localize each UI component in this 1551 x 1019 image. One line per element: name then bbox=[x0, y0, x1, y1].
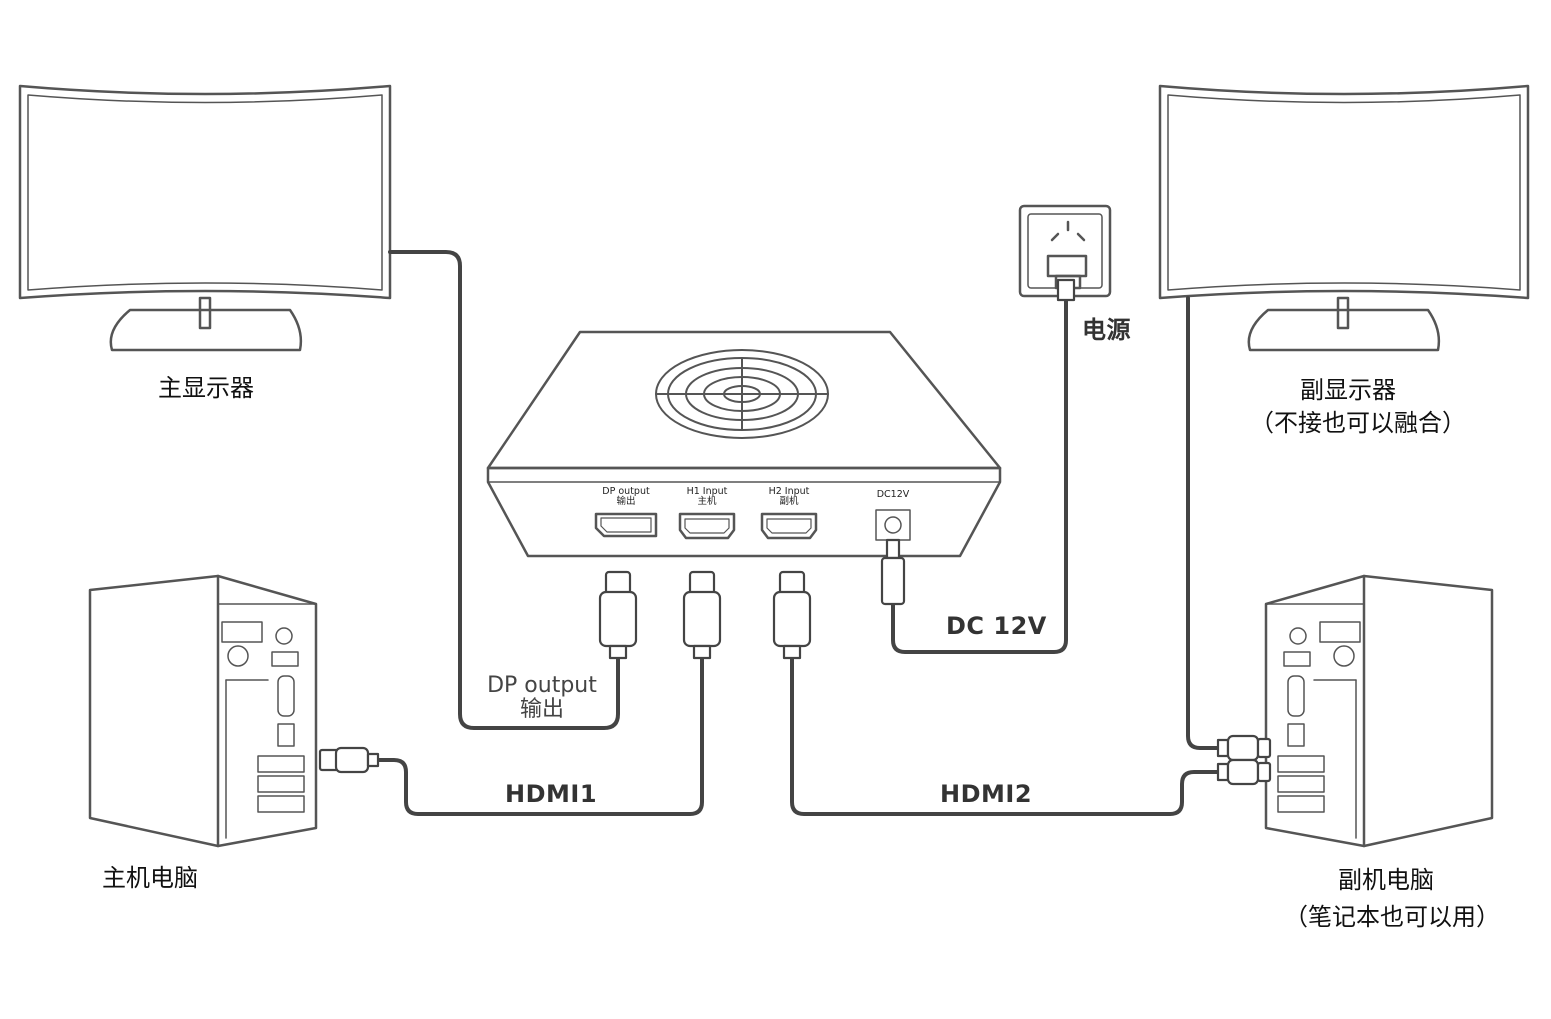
hdmi1-connector-icon bbox=[682, 570, 722, 660]
dc12v-port-icon bbox=[875, 509, 911, 541]
sub-pc-icon bbox=[1264, 574, 1494, 848]
h2-input-port-icon bbox=[760, 512, 818, 540]
sub-monitor-label: 副显示器 bbox=[1300, 376, 1396, 404]
fan-icon bbox=[655, 349, 829, 439]
power-plug-icon bbox=[1056, 278, 1076, 302]
port-label-en: H2 Input bbox=[768, 486, 810, 497]
hdmi2-cable bbox=[790, 656, 1222, 816]
port-label-cn: 主机 bbox=[697, 496, 717, 507]
sub-monitor-cable bbox=[1186, 296, 1222, 750]
port-label-h2-input: H2 Input 副机 bbox=[758, 487, 820, 507]
fusion-device-icon bbox=[486, 330, 1002, 558]
port-label-en: DP output bbox=[602, 486, 650, 497]
sub-monitor-note: （不接也可以融合） bbox=[1250, 409, 1466, 437]
main-monitor-icon bbox=[18, 84, 392, 352]
hdmi1-cable bbox=[374, 656, 704, 816]
dp-output-cable-label-en: DP output bbox=[487, 673, 597, 698]
hdmi2-label: HDMI2 bbox=[940, 780, 1033, 808]
h1-input-port-icon bbox=[678, 512, 736, 540]
sub-pc-hdmi-plug-icon bbox=[1216, 758, 1272, 786]
dp-output-cable-label-cn: 输出 bbox=[519, 697, 564, 722]
main-pc-label: 主机电脑 bbox=[102, 864, 198, 892]
dc12v-cable-label: DC 12V bbox=[946, 612, 1047, 640]
sub-monitor-icon bbox=[1158, 84, 1530, 352]
sub-pc-monitor-plug-icon bbox=[1216, 734, 1272, 762]
hdmi2-connector-icon bbox=[772, 570, 812, 660]
main-pc-icon bbox=[88, 574, 318, 848]
dc12v-cable bbox=[891, 294, 1068, 654]
dp-output-cable-label: DP output 输出 bbox=[484, 674, 600, 722]
port-label-cn: 输出 bbox=[616, 496, 636, 507]
dp-output-cable bbox=[388, 250, 620, 730]
port-label-dp-output: DP output 输出 bbox=[594, 487, 658, 507]
dc-plug-icon bbox=[880, 538, 906, 606]
dp-connector-icon bbox=[598, 570, 638, 660]
port-label-dc12v: DC12V bbox=[868, 490, 918, 500]
sub-pc-label: 副机电脑 bbox=[1338, 866, 1434, 894]
dp-output-port-icon bbox=[594, 512, 658, 538]
power-label: 电源 bbox=[1082, 316, 1131, 344]
port-label-h1-input: H1 Input 主机 bbox=[676, 487, 738, 507]
main-monitor-label: 主显示器 bbox=[158, 374, 254, 402]
hdmi1-label: HDMI1 bbox=[505, 780, 598, 808]
main-pc-hdmi-plug-icon bbox=[318, 746, 380, 774]
sub-pc-note: （笔记本也可以用） bbox=[1284, 903, 1500, 931]
port-label-en: H1 Input bbox=[686, 486, 728, 497]
port-label-en: DC12V bbox=[876, 489, 910, 500]
port-label-cn: 副机 bbox=[779, 496, 799, 507]
